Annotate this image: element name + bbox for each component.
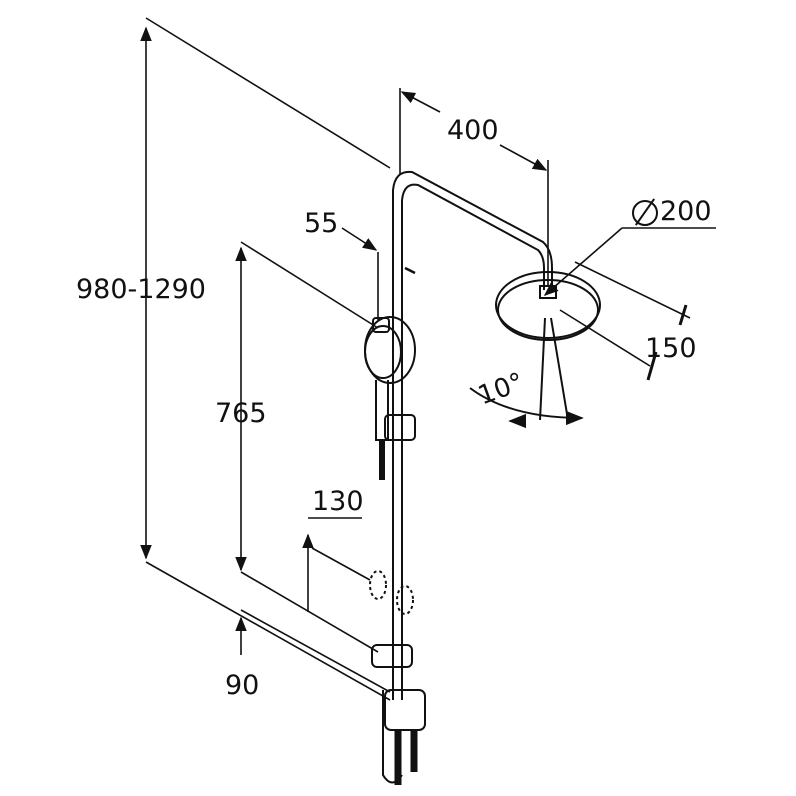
- slide-height-label: 765: [215, 398, 267, 429]
- mixer-valve: [384, 689, 426, 731]
- total-height-ext-top: [145, 17, 391, 169]
- outlet-offset-tick-a: [678, 304, 688, 326]
- total-height-ext-bottom: [145, 561, 391, 701]
- outlet-offset-ext-b: [559, 309, 651, 367]
- spray-line-a: [539, 317, 546, 421]
- diameter-leader-diag: [543, 227, 623, 296]
- outlet-offset-ext-a: [574, 261, 691, 319]
- wall-offset-label: 55: [304, 208, 339, 239]
- outlet-offset-tick-b: [646, 351, 658, 381]
- riser-pipe: [392, 170, 553, 290]
- angle-arc: [469, 387, 584, 426]
- slide-holder: [384, 414, 416, 441]
- slide-height-ext-bottom: [240, 571, 379, 653]
- riser-pipe-inner: [401, 183, 545, 290]
- outlet-offset-label: 150: [645, 333, 697, 364]
- wall-offset-leader: [341, 227, 378, 251]
- soap-holder-ghost-end: [396, 585, 414, 615]
- bottom-offset-ext: [240, 609, 391, 693]
- soap-holder-ghost: [369, 570, 387, 600]
- hand-shower-face: [364, 325, 402, 379]
- arm-length-label: 400: [447, 115, 499, 146]
- spray-line-b: [550, 317, 569, 421]
- arm-length-dim-b: [499, 144, 548, 171]
- wall-bracket-bottom: [371, 644, 413, 668]
- slide-height-ext-top: [240, 241, 379, 329]
- overhead-shower-head: [495, 271, 601, 339]
- head-diameter-label: 200: [660, 196, 712, 227]
- hose-lower: [382, 690, 403, 784]
- diameter-icon: [632, 200, 658, 226]
- riser-tick: [404, 266, 416, 275]
- arm-length-dim-a: [400, 91, 441, 113]
- overhead-shower-head-rim: [497, 279, 599, 341]
- shower-head-connector: [539, 285, 557, 299]
- bracket-offset-ext: [311, 547, 371, 581]
- bracket-offset-label: 130: [312, 486, 364, 517]
- hand-shower-handle: [375, 380, 389, 441]
- total-height-label: 980-1290: [76, 274, 206, 305]
- bottom-offset-label: 90: [225, 670, 260, 701]
